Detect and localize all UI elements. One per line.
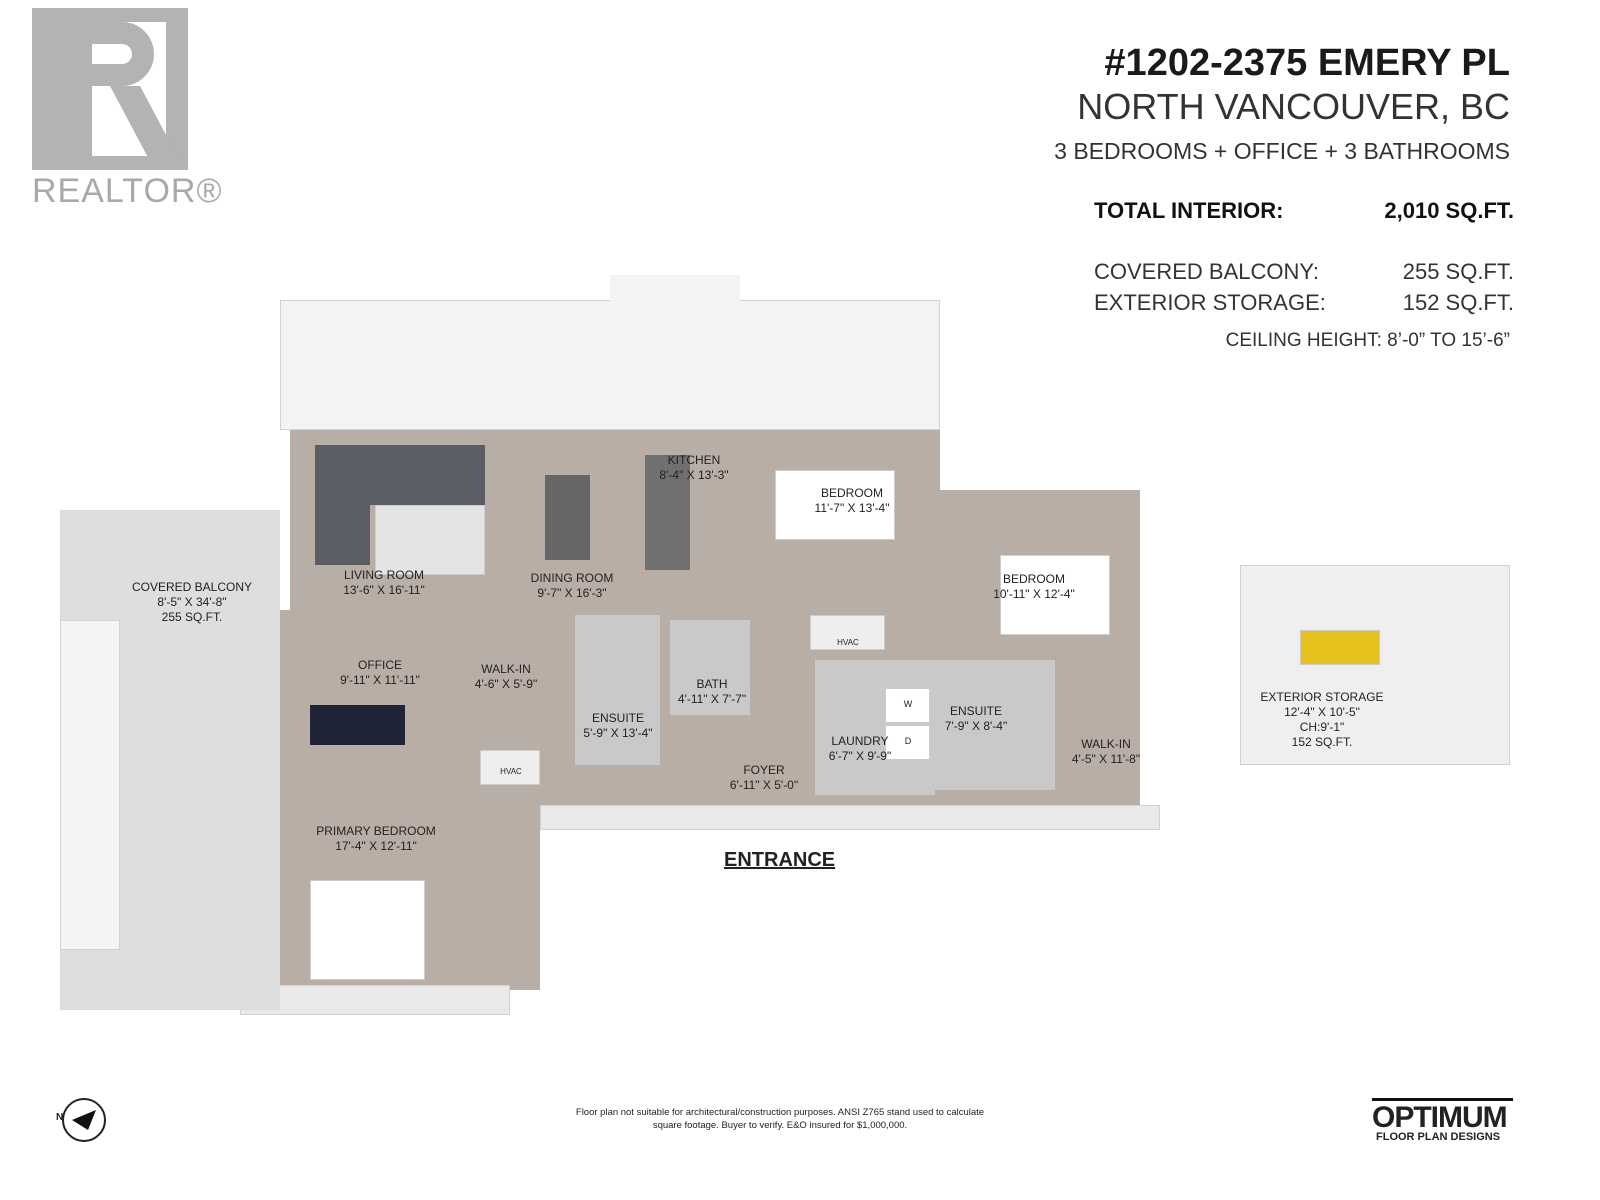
ceiling-height: CEILING HEIGHT: 8’-0” TO 15’-6” [1225,330,1510,351]
window-wall-peak [610,275,740,315]
room-dim: 6'-11" X 5'-0" [729,778,799,792]
room-name: COVERED BALCONY [131,580,253,594]
bed [310,880,425,980]
room-name: OFFICE [358,658,402,672]
room-name: BEDROOM [820,486,884,500]
room-name: DINING ROOM [530,571,614,585]
hvac-label: HVAC [500,767,522,776]
room-dim: 9'-11" X 11'-11" [340,673,420,687]
room-summary: 3 BEDROOMS + OFFICE + 3 BATHROOMS [1054,138,1510,164]
entrance-wall [540,805,1160,830]
total-interior-row: TOTAL INTERIOR: 2,010 SQ.FT. [1094,198,1514,224]
room-dim: 17'-4" X 12'-11" [335,839,417,853]
desk [310,705,405,745]
room-dim: 10'-11" X 12'-4" [993,587,1075,601]
room-area: 255 SQ.FT. [161,610,223,624]
room-dim: 6'-7" X 9'-9" [828,749,892,763]
bath-tile [670,620,750,715]
room-name: WALK-IN [481,662,531,676]
kitchen-island [645,455,690,570]
area-value: 255 SQ.FT. [1402,259,1514,284]
sofa-chaise [315,445,370,565]
compass-n: N [56,1112,64,1123]
room-dim: 8'-5" X 34'-8" [157,595,227,609]
room-name: WALK-IN [1081,737,1131,751]
room-dim: 4'-5" X 11'-8" [1071,752,1141,766]
address-title: #1202-2375 EMERY PL [1104,42,1510,84]
hvac-label: HVAC [837,638,859,647]
bed [775,470,895,540]
storage-area-row: EXTERIOR STORAGE: 152 SQ.FT. [1094,290,1514,316]
balcony-area-row: COVERED BALCONY: 255 SQ.FT. [1094,259,1514,285]
washer: W [885,688,930,723]
bed [1000,555,1110,635]
hvac-closet: HVAC [810,615,885,650]
room-name: BEDROOM [1002,572,1065,586]
room-name: KITCHEN [667,453,721,467]
room-name: PRIMARY BEDROOM [316,824,436,838]
dining-table [545,475,590,560]
room-name: EXTERIOR STORAGE [1260,690,1384,704]
area-label: TOTAL INTERIOR: [1094,198,1284,223]
dryer-label: D [904,736,912,746]
ensuite-tile [575,615,660,765]
room-name: LAUNDRY [831,734,889,748]
dryer: D [885,725,930,760]
washer-label: W [903,699,913,709]
storage-bins [1300,630,1380,665]
room-dim: 7'-9" X 8'-4" [944,719,1008,733]
front-wall [240,985,510,1015]
room-dim: 11'-7" X 13'-4" [814,501,890,515]
room-dim: 8'-4" X 13'-3" [659,468,729,482]
area-value: 2,010 SQ.FT. [1384,198,1514,223]
room-ceiling: CH:9'-1" [1299,720,1345,734]
room-name: ENSUITE [949,704,1002,718]
north-compass-icon: N [56,1098,106,1142]
area-label: COVERED BALCONY: [1094,259,1319,284]
disclaimer: Floor plan not suitable for architectura… [575,1107,985,1131]
room-dim: 5'-9" X 13'-4" [583,726,653,740]
ensuite2-tile [935,660,1055,790]
room-name: ENSUITE [591,711,645,725]
balcony-glass [60,620,120,950]
room-dim: 12'-4" X 10'-5" [1284,705,1360,719]
window-wall [280,300,940,430]
room-name: BATH [696,677,728,691]
area-value: 152 SQ.FT. [1402,290,1514,315]
rug [375,505,485,575]
room-name: FOYER [743,763,785,777]
optimum-tagline: FLOOR PLAN DESIGNS [1376,1131,1501,1143]
optimum-logo: OPTIMUM [1372,1098,1513,1135]
room-dim: 13'-6" X 16'-11" [343,583,425,597]
city: NORTH VANCOUVER, BC [1077,86,1510,127]
room-area: 152 SQ.FT. [1291,735,1353,749]
exterior-storage [1240,565,1510,765]
entrance-label: ENTRANCE [724,849,836,871]
realtor-logo [32,8,188,170]
room-dim: 4'-6" X 5'-9" [474,677,538,691]
room-name: LIVING ROOM [343,568,424,582]
hvac-closet: HVAC [480,750,540,785]
room-dim: 4'-11" X 7'-7" [677,692,747,706]
area-label: EXTERIOR STORAGE: [1094,290,1326,315]
realtor-wordmark: REALTOR® [32,172,223,210]
room-dim: 9'-7" X 16'-3" [537,586,607,600]
